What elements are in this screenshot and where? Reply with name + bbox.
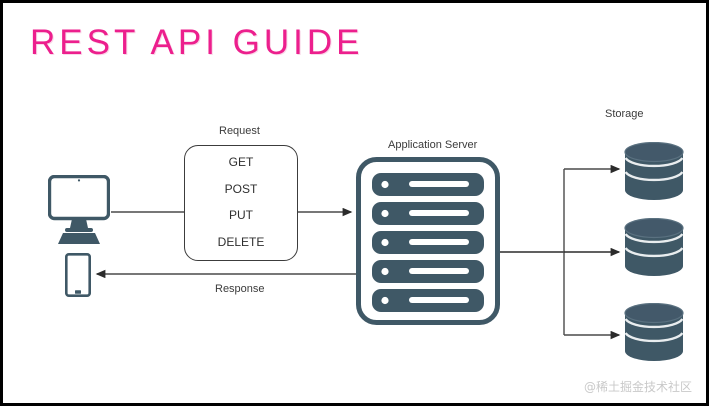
database-cylinder-2: [624, 217, 684, 276]
database-cylinder-1: [624, 141, 684, 200]
page-title: REST API GUIDE: [30, 23, 364, 62]
request-box: [184, 145, 298, 261]
desktop-computer-icon: [47, 174, 111, 245]
method-delete: DELETE: [217, 235, 265, 249]
database-cylinder-3: [624, 302, 684, 361]
method-put: PUT: [229, 208, 253, 222]
application-server-icon: [356, 157, 500, 325]
mobile-phone-icon: [64, 252, 91, 298]
response-label: Response: [215, 283, 265, 295]
request-label: Request: [219, 125, 260, 137]
watermark: @稀土掘金技术社区: [583, 380, 692, 394]
method-post: POST: [224, 182, 258, 196]
method-get: GET: [228, 155, 254, 169]
application-server-label: Application Server: [388, 139, 478, 151]
storage-label: Storage: [605, 108, 644, 120]
